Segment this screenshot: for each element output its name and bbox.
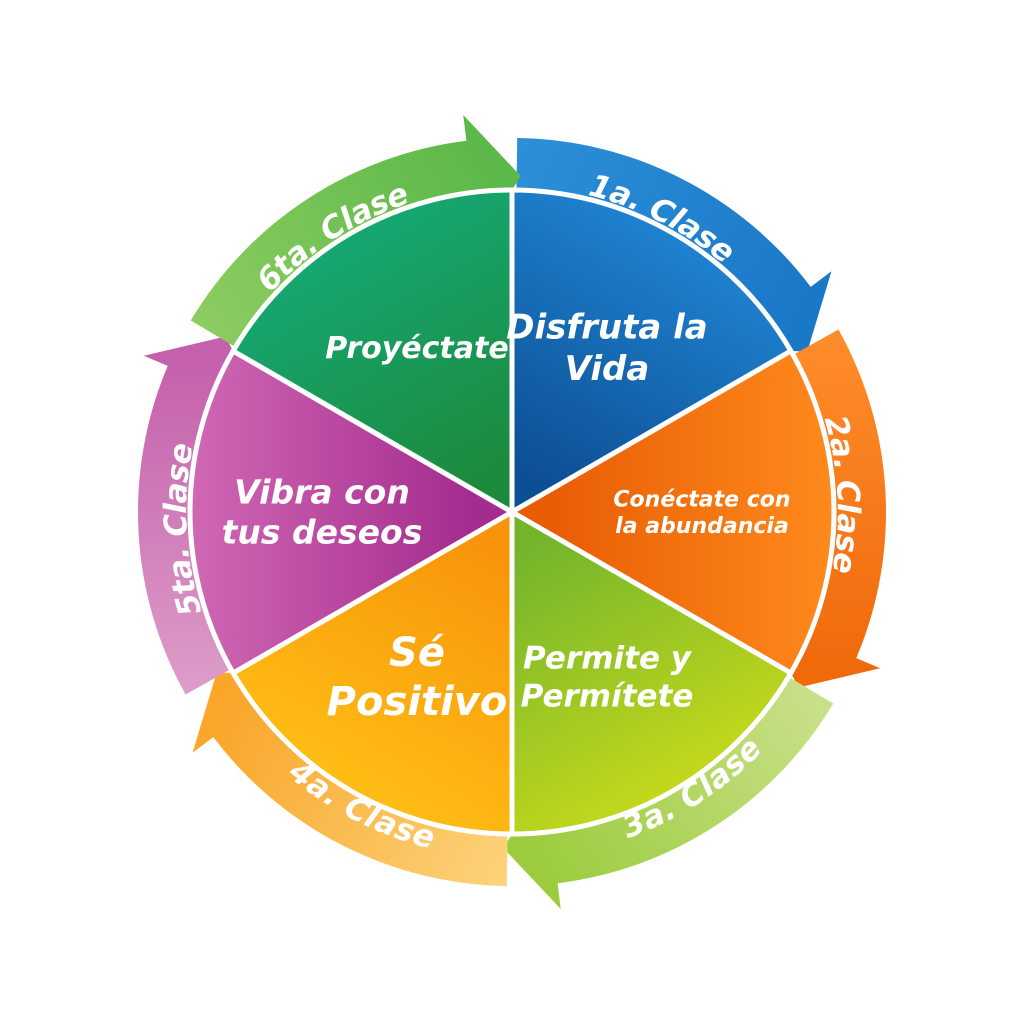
slice-3: [509, 509, 794, 837]
slice-1: [509, 187, 794, 515]
slice-6: [230, 187, 515, 515]
slice-2: [509, 348, 837, 676]
pie-slices: [187, 187, 837, 837]
slice-5: [187, 348, 515, 676]
slice-label-6: Proyéctate: [325, 331, 508, 366]
slice-4: [230, 509, 515, 837]
